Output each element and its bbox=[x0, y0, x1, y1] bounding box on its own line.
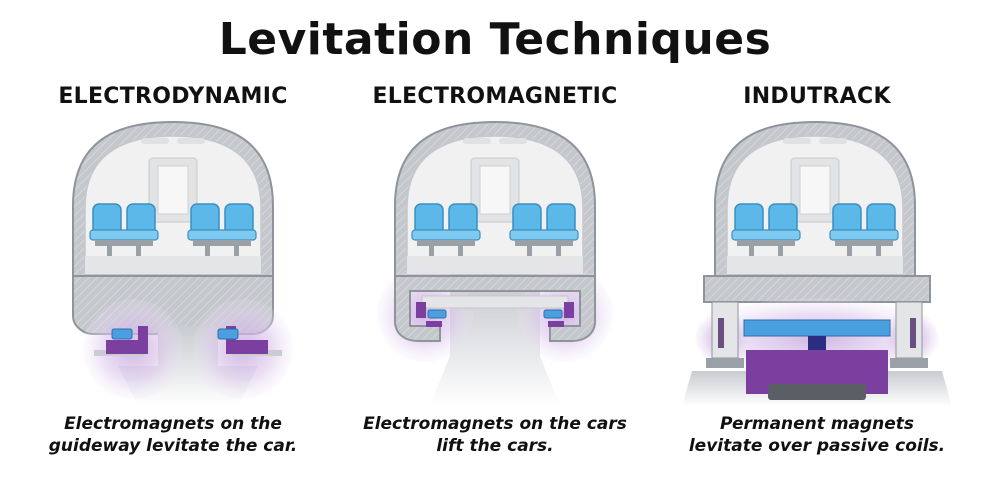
panel-caption: Electromagnets on the guideway levitate … bbox=[48, 414, 298, 456]
rail-magnet bbox=[543, 309, 563, 319]
panel-caption: Permanent magnets levitate over passive … bbox=[688, 414, 946, 456]
panel-electromagnetic: ELECTROMAGNETIC Electromagnets on the ca… bbox=[340, 80, 650, 480]
car-magnet bbox=[111, 328, 133, 340]
car-magnet bbox=[217, 328, 239, 340]
electrodynamic-diagram bbox=[72, 116, 293, 406]
panel-heading: ELECTRODYNAMIC bbox=[58, 84, 288, 109]
panel-heading: ELECTROMAGNETIC bbox=[372, 84, 618, 109]
page-title: Levitation Techniques bbox=[218, 14, 772, 65]
panel-caption: Electromagnets on the cars lift the cars… bbox=[363, 414, 627, 456]
guideway-magnet bbox=[226, 326, 268, 354]
panel-inductrack: INDUTRACK Permanent magnets levitate ove… bbox=[662, 80, 972, 480]
permanent-magnet-array bbox=[743, 319, 891, 337]
car-magnet bbox=[564, 302, 574, 318]
guideway-magnet bbox=[106, 326, 148, 354]
car-magnet bbox=[416, 302, 426, 318]
panel-electrodynamic: ELECTRODYNAMIC Electromagnets on the gui… bbox=[18, 80, 328, 480]
electromagnetic-diagram bbox=[377, 116, 613, 406]
rail-magnet bbox=[427, 309, 447, 319]
inductrack-diagram bbox=[682, 116, 952, 406]
panel-heading: INDUTRACK bbox=[743, 84, 891, 109]
